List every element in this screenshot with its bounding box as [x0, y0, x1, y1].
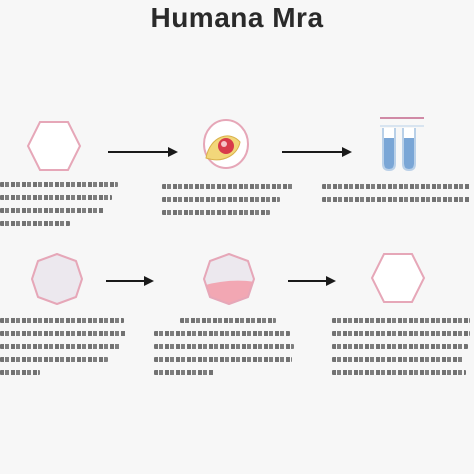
caption-6: [332, 318, 472, 383]
arrow-2: [282, 147, 352, 157]
caption-5: [154, 318, 298, 383]
arrow-3: [106, 276, 154, 286]
stage-5-half-filled-circle: [203, 253, 255, 305]
arrow-1: [108, 147, 178, 157]
caption-4: [0, 318, 128, 383]
stage-3-test-tubes: [380, 117, 424, 172]
diagram-title: Humana Mra: [150, 2, 324, 33]
stage-1-hexagon: [26, 121, 82, 171]
caption-3: [322, 184, 472, 210]
stage-6-hexagon: [370, 253, 426, 303]
stage-2-cell-mass: [203, 119, 249, 169]
caption-1: [0, 182, 120, 234]
caption-2: [162, 184, 296, 223]
arrow-4: [288, 276, 336, 286]
stage-4-circle: [31, 253, 83, 305]
